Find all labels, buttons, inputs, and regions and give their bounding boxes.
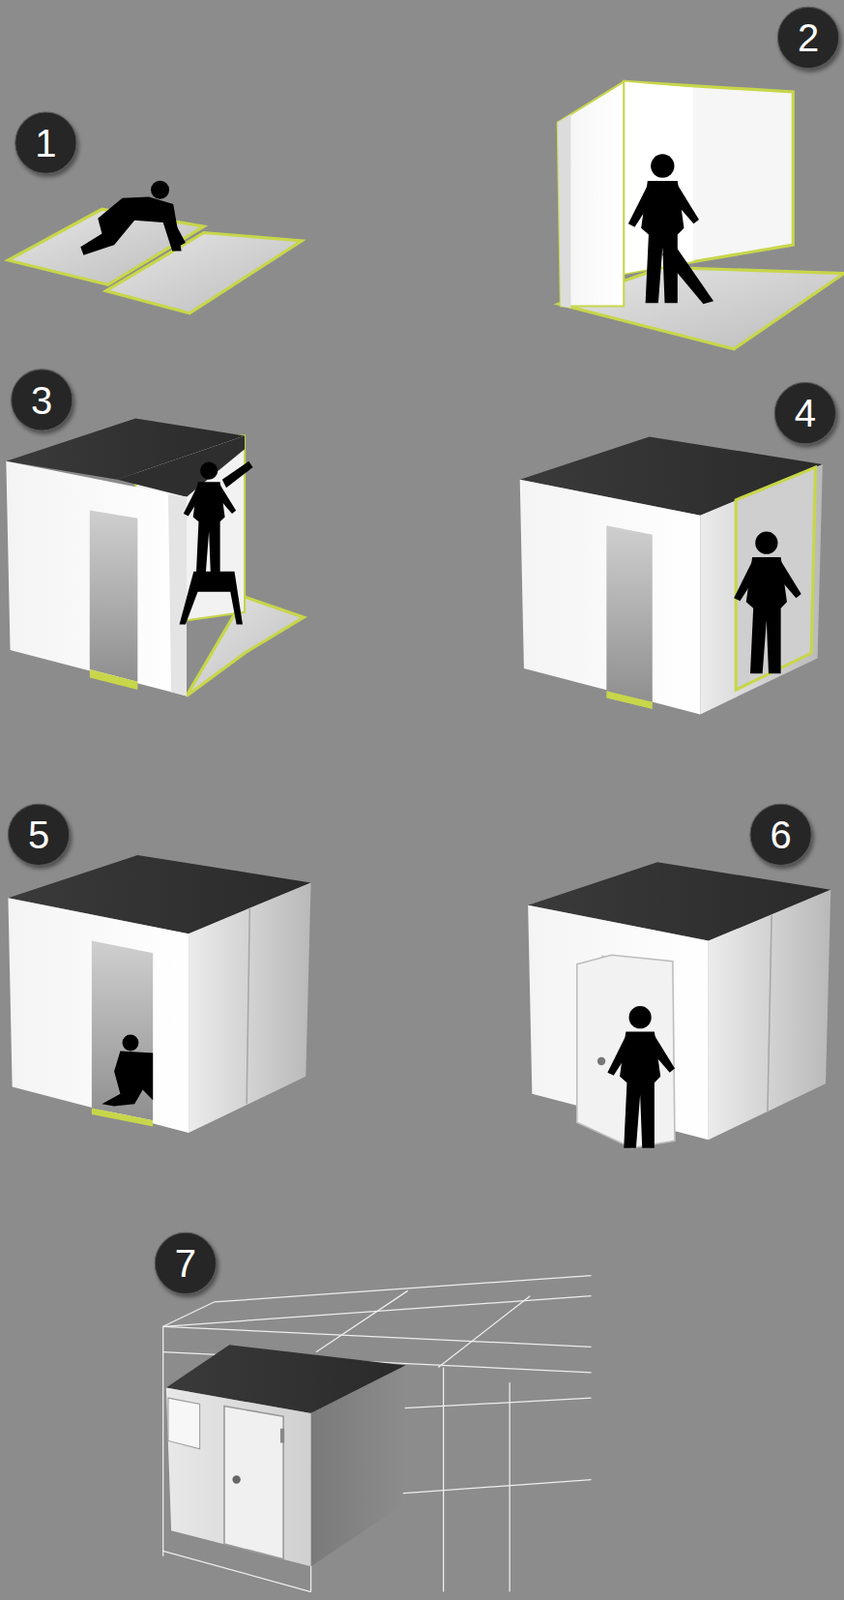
illustration-shape <box>80 197 181 256</box>
illustration-shape <box>5 461 187 697</box>
illustration-shape <box>597 1056 606 1065</box>
illustration-shape <box>774 382 836 444</box>
illustration-shape <box>311 1364 407 1566</box>
illustration-shape <box>168 1396 201 1449</box>
illustration-shape <box>606 690 652 709</box>
callout-circles <box>7 6 839 1293</box>
callout-number: 1 <box>34 123 57 163</box>
callout-number: 2 <box>797 18 819 58</box>
illustration-shape <box>168 494 187 697</box>
illustration-shape <box>606 524 652 701</box>
illustration-shape <box>232 1474 240 1483</box>
illustration-shape <box>166 1387 312 1567</box>
illustration-shape <box>101 1049 153 1106</box>
illustration-shape <box>163 1275 592 1592</box>
illustration-shape <box>91 940 153 1121</box>
illustration-shape <box>662 234 714 305</box>
illustration-shape <box>15 112 77 174</box>
illustration-shape <box>767 914 772 1112</box>
illustration-shape <box>91 1107 153 1127</box>
illustration-shape <box>163 209 186 246</box>
illustration-shape <box>733 531 802 674</box>
illustration-shape <box>163 1301 215 1326</box>
step-7-finished <box>163 1275 592 1592</box>
illustration-shape <box>213 1275 591 1302</box>
illustration-shape <box>7 897 189 1133</box>
illustration-shape <box>750 803 812 865</box>
illustration-shape <box>150 180 170 200</box>
illustration-shape <box>89 509 139 681</box>
illustration-shape <box>316 1289 408 1351</box>
illustration-shape <box>509 1381 511 1591</box>
illustration-shape <box>557 114 572 308</box>
illustration-shape <box>106 232 302 314</box>
step-2-walls <box>557 81 844 349</box>
step-4-enclosure <box>520 436 823 714</box>
illustration-shape <box>162 1325 164 1555</box>
step-3-roof <box>5 417 304 696</box>
illustration-shape <box>607 1005 675 1148</box>
illustration-shape <box>437 1295 530 1368</box>
step-5-enclosure <box>7 854 311 1133</box>
illustration-shape <box>442 1366 444 1591</box>
step-6-enclosure <box>527 861 831 1147</box>
illustration-shape <box>246 907 250 1105</box>
illustration-shape <box>577 954 675 1147</box>
illustration-shape <box>179 571 243 625</box>
illustration-shape <box>154 1231 216 1293</box>
step-1-floor <box>7 180 302 314</box>
illustration-shape <box>699 464 823 714</box>
illustration-shape <box>520 479 701 715</box>
illustration-shape <box>708 889 832 1139</box>
callout-number: 6 <box>770 814 792 854</box>
callout-number: 3 <box>30 380 53 420</box>
illustration-shape <box>222 461 254 488</box>
illustration-shape <box>7 803 69 865</box>
callout-number: 7 <box>174 1243 197 1282</box>
callout-number: 4 <box>794 393 816 433</box>
illustration-shape <box>224 1405 284 1559</box>
illustration-shape <box>89 669 139 690</box>
illustration-shape <box>122 1034 140 1051</box>
illustration-shape <box>188 881 312 1132</box>
illustration-shape <box>280 1427 285 1443</box>
illustration-shape <box>11 369 73 431</box>
illustration-shape <box>163 1325 592 1346</box>
callout-number: 5 <box>28 814 50 854</box>
illustration-shape <box>777 6 839 68</box>
